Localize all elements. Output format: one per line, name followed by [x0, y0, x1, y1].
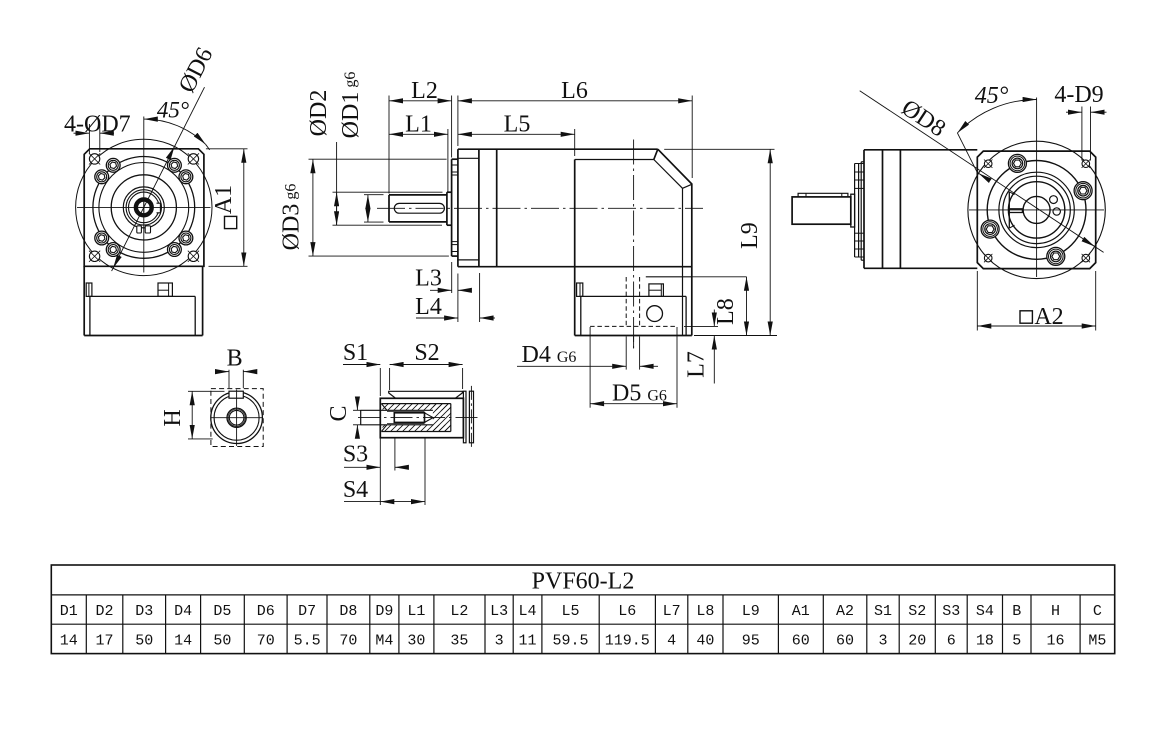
- svg-text:30: 30: [407, 633, 425, 650]
- svg-text:5: 5: [1012, 633, 1021, 650]
- svg-text:B: B: [227, 346, 243, 372]
- svg-text:14: 14: [174, 633, 192, 650]
- svg-text:14: 14: [60, 633, 78, 650]
- svg-text:A2: A2: [836, 603, 854, 620]
- svg-text:3: 3: [878, 633, 887, 650]
- svg-text:60: 60: [792, 633, 810, 650]
- svg-text:A1: A1: [211, 185, 237, 214]
- svg-text:4: 4: [667, 633, 676, 650]
- svg-text:D6: D6: [257, 603, 275, 620]
- svg-text:S3: S3: [343, 442, 368, 468]
- svg-text:C: C: [326, 405, 352, 421]
- svg-text:45°: 45°: [975, 83, 1009, 109]
- svg-text:3: 3: [495, 633, 504, 650]
- svg-text:M5: M5: [1088, 633, 1106, 650]
- svg-text:11: 11: [518, 633, 536, 650]
- svg-text:5.5: 5.5: [294, 633, 321, 650]
- svg-text:L6: L6: [618, 603, 636, 620]
- svg-text:50: 50: [135, 633, 153, 650]
- svg-text:70: 70: [257, 633, 275, 650]
- svg-text:59.5: 59.5: [552, 633, 588, 650]
- svg-text:S4: S4: [976, 603, 994, 620]
- svg-text:D8: D8: [339, 603, 357, 620]
- svg-text:L3: L3: [415, 266, 442, 292]
- svg-text:PVF60-L2: PVF60-L2: [532, 569, 635, 595]
- svg-text:H: H: [160, 409, 186, 426]
- svg-text:6: 6: [947, 633, 956, 650]
- svg-text:18: 18: [976, 633, 994, 650]
- svg-text:L8: L8: [713, 298, 739, 325]
- svg-text:L4: L4: [415, 294, 442, 320]
- svg-text:17: 17: [95, 633, 113, 650]
- svg-text:L1: L1: [405, 112, 432, 138]
- svg-text:D5: D5: [213, 603, 231, 620]
- svg-text:L2: L2: [450, 603, 468, 620]
- svg-text:45°: 45°: [157, 98, 189, 123]
- svg-text:L5: L5: [504, 112, 531, 138]
- svg-text:M4: M4: [375, 633, 393, 650]
- svg-text:L9: L9: [737, 222, 763, 249]
- svg-text:D4: D4: [174, 603, 192, 620]
- svg-text:L1: L1: [407, 603, 425, 620]
- svg-text:S3: S3: [942, 603, 960, 620]
- svg-text:L5: L5: [561, 603, 579, 620]
- svg-text:20: 20: [908, 633, 926, 650]
- svg-text:S4: S4: [343, 477, 368, 503]
- svg-text:S1: S1: [343, 340, 368, 366]
- svg-text:4-D9: 4-D9: [1054, 82, 1103, 108]
- svg-text:S2: S2: [414, 340, 439, 366]
- svg-text:L3: L3: [490, 603, 508, 620]
- svg-text:L2: L2: [411, 78, 438, 104]
- svg-text:S1: S1: [874, 603, 892, 620]
- svg-text:4-ØD7: 4-ØD7: [64, 112, 131, 138]
- svg-text:D9: D9: [375, 603, 393, 620]
- svg-text:A2: A2: [1034, 304, 1063, 330]
- svg-text:D1: D1: [60, 603, 78, 620]
- svg-text:60: 60: [836, 633, 854, 650]
- svg-text:B: B: [1012, 603, 1021, 620]
- svg-text:L6: L6: [561, 78, 588, 104]
- svg-text:C: C: [1093, 603, 1102, 620]
- svg-text:119.5: 119.5: [605, 633, 650, 650]
- svg-text:A1: A1: [792, 603, 810, 620]
- svg-text:D2: D2: [95, 603, 113, 620]
- svg-text:40: 40: [696, 633, 714, 650]
- svg-text:70: 70: [339, 633, 357, 650]
- svg-text:D7: D7: [298, 603, 316, 620]
- svg-text:H: H: [1051, 603, 1060, 620]
- svg-text:35: 35: [450, 633, 468, 650]
- svg-text:L9: L9: [742, 603, 760, 620]
- svg-text:16: 16: [1046, 633, 1064, 650]
- svg-text:L7: L7: [684, 351, 710, 378]
- svg-text:L4: L4: [518, 603, 536, 620]
- svg-text:D4 G6: D4 G6: [522, 342, 577, 368]
- svg-text:ØD2: ØD2: [306, 90, 332, 137]
- svg-text:D3: D3: [135, 603, 153, 620]
- svg-text:S2: S2: [908, 603, 926, 620]
- svg-text:L7: L7: [663, 603, 681, 620]
- svg-text:L8: L8: [696, 603, 714, 620]
- svg-text:95: 95: [742, 633, 760, 650]
- svg-text:50: 50: [213, 633, 231, 650]
